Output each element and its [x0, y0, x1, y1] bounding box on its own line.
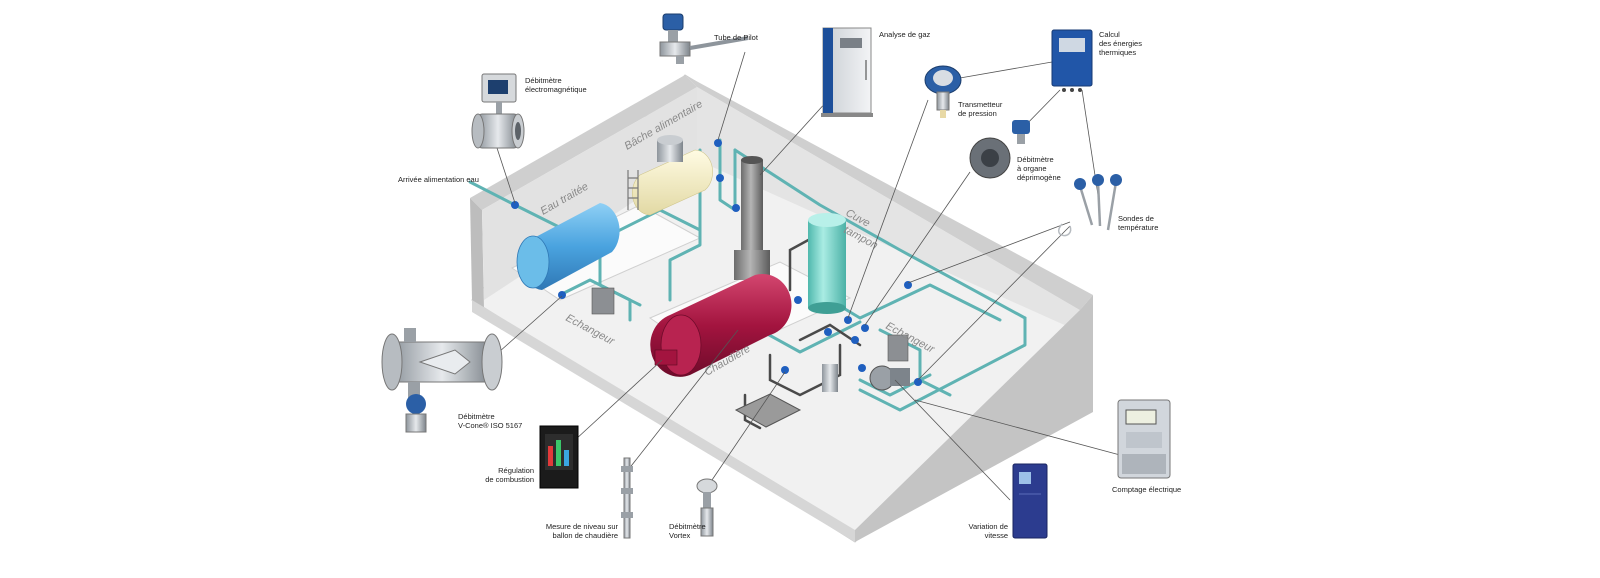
- label-tube-pilot: Tube de Pilot: [714, 33, 758, 42]
- pump-motor: [890, 368, 910, 386]
- leader-gaz: [759, 99, 829, 176]
- pipe-feed-rise: [718, 138, 737, 212]
- pump-group: [734, 364, 910, 428]
- leader-vitesse: [894, 379, 1011, 501]
- leader-electromag: [496, 147, 516, 204]
- valve: [558, 291, 566, 299]
- buffer-tank-body: [808, 220, 846, 308]
- valve: [851, 336, 859, 344]
- leader-sondes-a: [907, 221, 1071, 284]
- valve: [844, 316, 852, 324]
- feed-tank-body: [632, 149, 713, 216]
- pipe-top-run: [733, 148, 1027, 320]
- grey-lines: [743, 236, 862, 430]
- pipe-steam-3: [788, 236, 814, 292]
- room-left-wall: [470, 198, 484, 310]
- label-regulation-combustion: Régulation de combustion: [485, 466, 534, 484]
- pipe-steam-4: [798, 323, 862, 347]
- pipe-feed-main: [668, 148, 702, 302]
- feed-tank-dome: [657, 140, 683, 162]
- label-sondes-temperature: Sondes de température: [1118, 214, 1159, 232]
- pipe-steam-2: [743, 393, 762, 430]
- label-calcul-energies: Calcul des énergies thermiques: [1099, 30, 1142, 57]
- room-right-wall-face: [855, 295, 1093, 542]
- leader-calcul-a: [959, 61, 1053, 79]
- label-mesure-niveau: Mesure de niveau sur ballon de chaudière: [545, 522, 618, 540]
- valve: [794, 296, 802, 304]
- label-comptage-electrique: Comptage électrique: [1112, 485, 1182, 494]
- valve: [858, 364, 866, 372]
- leader-organe: [864, 171, 971, 326]
- boiler-burner: [654, 349, 678, 366]
- exchanger-left-box: [591, 287, 615, 315]
- label-arrivee-eau: Arrivée alimentation eau: [398, 175, 479, 184]
- pipe-right-loop: [858, 316, 1027, 412]
- condensate-vessel: [822, 364, 838, 392]
- vcone-flowmeter-icon: [381, 328, 503, 433]
- boiler-end: [660, 314, 702, 376]
- label-analyse-gaz: Analyse de gaz: [879, 30, 931, 39]
- electromagnetic-flowmeter-icon: [471, 73, 525, 149]
- leader-lines: [489, 51, 1121, 501]
- valve: [714, 139, 722, 147]
- valve: [511, 201, 519, 209]
- leader-pilot: [717, 51, 746, 141]
- leader-pression: [847, 99, 929, 319]
- label-variation-vitesse: Variation de vitesse: [968, 522, 1008, 540]
- room-back-wall-right: [685, 75, 1093, 310]
- leader-vortex: [711, 371, 786, 481]
- electricity-meter-icon: [1117, 399, 1171, 479]
- drain-grate: [734, 393, 802, 428]
- temperature-probes-icon: [1058, 174, 1122, 237]
- valve: [824, 328, 832, 336]
- valve: [914, 378, 922, 386]
- label-transmetteur-pression: Transmetteur de pression: [958, 100, 1003, 118]
- orifice-flowmeter-icon: [969, 120, 1030, 179]
- valve: [732, 204, 740, 212]
- leader-combustion: [574, 359, 663, 441]
- leader-sondes-b: [917, 225, 1071, 381]
- valve: [904, 281, 912, 289]
- valve: [781, 366, 789, 374]
- buffer-tank: [808, 213, 846, 314]
- treated-water-tank: [516, 203, 620, 290]
- label-debitmetre-organe: Débitmètre à organe déprimogène: [1017, 155, 1061, 182]
- room-front-edge: [472, 300, 855, 542]
- level-gauge-icon: [621, 457, 633, 539]
- pitot-tube-icon: [659, 13, 749, 64]
- feed-tank: [627, 135, 713, 216]
- exchanger-right-box: [887, 334, 909, 362]
- buffer-tank-bottom: [808, 302, 846, 314]
- water-tank-end: [516, 235, 550, 289]
- label-debitmetre-vortex: Débitmètre Vortex: [669, 522, 706, 540]
- gas-analyzer-cabinet-icon: [821, 27, 873, 117]
- vortex-flowmeter-icon: [696, 478, 718, 537]
- pressure-transmitter-icon: [924, 65, 962, 118]
- buffer-tank-top: [808, 213, 846, 227]
- feed-tank-dome-top: [657, 135, 683, 145]
- leader-comptage: [914, 399, 1121, 456]
- room-right-wall-inner: [697, 87, 1080, 332]
- pipe-steam-1: [768, 343, 842, 397]
- valve: [716, 174, 724, 182]
- leader-vcone: [489, 295, 563, 361]
- variable-speed-drive-icon: [1012, 463, 1048, 539]
- energy-calculator-icon: [1051, 29, 1093, 92]
- valves: [511, 139, 922, 386]
- room-back-wall-left: [470, 75, 697, 210]
- label-debitmetre-vcone: Débitmètre V-Cone® ISO 5167: [458, 412, 523, 430]
- leader-niveau: [627, 329, 739, 471]
- exchangers: [591, 287, 909, 362]
- combustion-controller-icon: [539, 425, 579, 489]
- label-debitmetre-electromagnetique: Débitmètre électromagnétique: [525, 76, 587, 94]
- feed-tank-ladder: [627, 170, 639, 210]
- valve: [861, 324, 869, 332]
- chimney-top: [741, 156, 763, 164]
